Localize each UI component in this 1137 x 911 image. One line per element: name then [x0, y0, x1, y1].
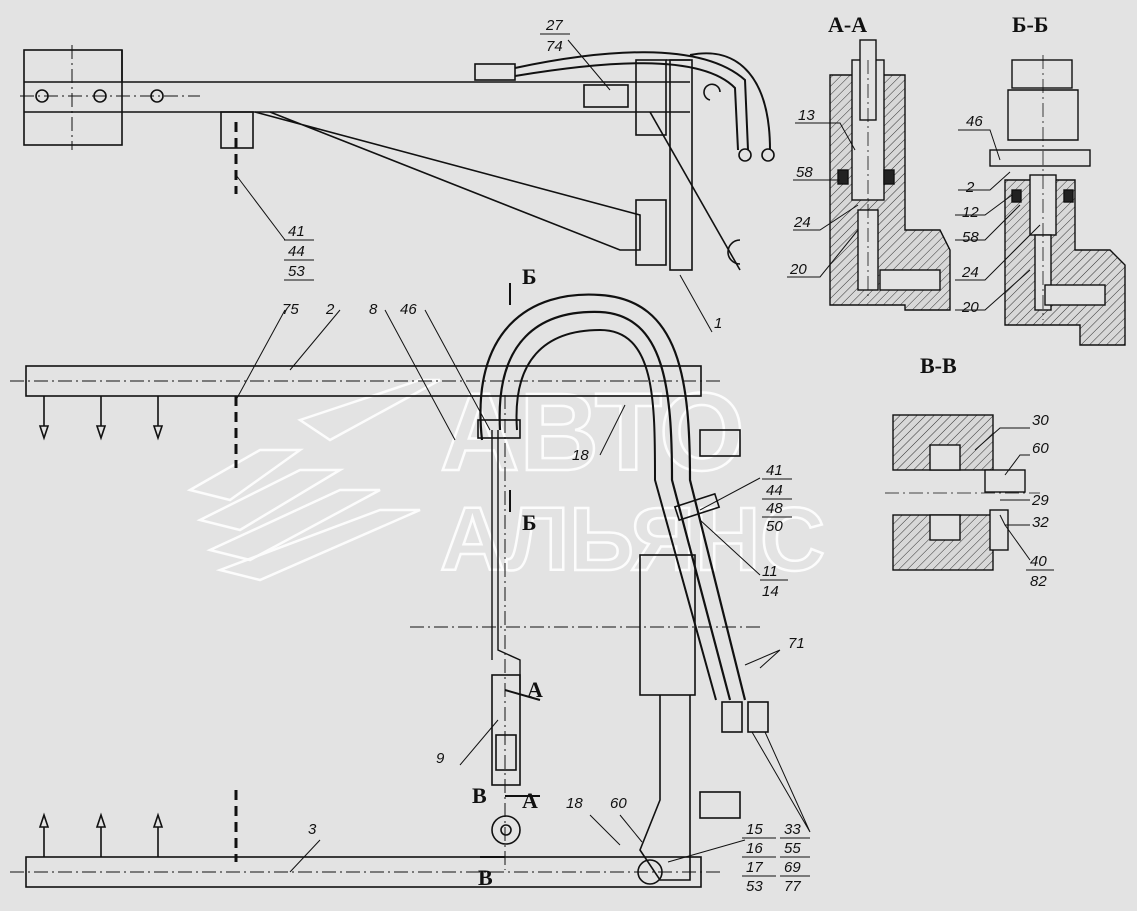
callout-bb-24: 24 — [961, 264, 979, 281]
cut-mark-b-top: Б — [522, 264, 537, 289]
hose-nut — [738, 148, 752, 162]
section-title-vv: В-В — [920, 353, 957, 378]
hose-71-outer — [479, 293, 747, 701]
callout-48: 48 — [766, 500, 783, 517]
callout-9: 9 — [436, 750, 445, 767]
callout-vv-30: 30 — [1032, 412, 1049, 429]
top-bracket-view — [20, 45, 775, 271]
hose-71-inner — [498, 310, 732, 701]
callout-18-lower: 18 — [566, 795, 583, 812]
cut-mark-v-bottom: В — [478, 865, 493, 890]
callout-aa-20: 20 — [789, 261, 807, 278]
callout-27: 27 — [545, 17, 563, 34]
watermark-line2: АЛЬЯНС — [440, 490, 825, 590]
callout-18-upper: 18 — [572, 447, 589, 464]
callout-71: 71 — [788, 635, 805, 652]
callout-69: 69 — [784, 859, 801, 876]
section-vv — [885, 414, 1040, 571]
section-title-aa: А-А — [828, 12, 867, 37]
callout-75: 75 — [282, 301, 299, 318]
callout-44-right: 44 — [766, 482, 783, 499]
callout-60: 60 — [610, 795, 627, 812]
clamp-27 — [583, 84, 629, 108]
callout-vv-29: 29 — [1031, 492, 1049, 509]
callout-1: 1 — [714, 315, 722, 332]
pivot-joint — [491, 815, 521, 845]
callout-17: 17 — [746, 859, 763, 876]
section-aa — [829, 39, 951, 311]
callout-41-right: 41 — [766, 462, 783, 479]
callout-74: 74 — [546, 38, 563, 55]
callout-53-bottom: 53 — [746, 878, 763, 895]
callout-vv-82: 82 — [1030, 573, 1047, 590]
cylinder-9 — [491, 674, 521, 786]
callout-bb-2: 2 — [965, 179, 975, 196]
leader-lines — [235, 39, 1041, 873]
callout-11: 11 — [762, 563, 778, 580]
callout-15: 15 — [746, 821, 763, 838]
cut-mark-a-right: А — [527, 677, 543, 702]
hose-fitting — [474, 63, 516, 81]
callout-bb-46: 46 — [966, 113, 983, 130]
callout-aa-58: 58 — [796, 164, 813, 181]
callout-77: 77 — [784, 878, 801, 895]
callout-aa-24: 24 — [793, 214, 811, 231]
callout-55: 55 — [784, 840, 801, 857]
watermark: АВТО АЛЬЯНС — [186, 370, 826, 591]
callout-vv-60: 60 — [1032, 440, 1049, 457]
callout-44: 44 — [288, 243, 305, 260]
cut-mark-b-mid: Б — [522, 510, 537, 535]
callout-41: 41 — [288, 223, 305, 240]
mount-plate — [23, 49, 123, 146]
cut-mark-a-low: А — [522, 788, 538, 813]
cut-mark-v-low-left: В — [472, 783, 487, 808]
callouts: 27 74 41 44 53 1 13 58 24 20 46 2 12 58 … — [282, 17, 1054, 895]
watermark-logo — [186, 378, 441, 582]
watermark-line1: АВТО — [440, 371, 745, 494]
callout-53: 53 — [288, 263, 305, 280]
callout-aa-13: 13 — [798, 107, 815, 124]
callout-3: 3 — [308, 821, 317, 838]
callout-bb-20: 20 — [961, 299, 979, 316]
callout-14: 14 — [762, 583, 779, 600]
callout-46: 46 — [400, 301, 417, 318]
callout-33: 33 — [784, 821, 801, 838]
callout-2: 2 — [325, 301, 335, 318]
section-title-bb: Б-Б — [1012, 12, 1048, 37]
callout-bb-12: 12 — [962, 204, 979, 221]
section-bb — [989, 55, 1126, 346]
callout-vv-40: 40 — [1030, 553, 1047, 570]
callout-16: 16 — [746, 840, 763, 857]
callout-8: 8 — [369, 301, 378, 318]
hose-nut — [761, 148, 775, 162]
callout-vv-32: 32 — [1032, 514, 1049, 531]
callout-50: 50 — [766, 518, 783, 535]
callout-bb-58: 58 — [962, 229, 979, 246]
front-frame-view — [10, 293, 769, 888]
